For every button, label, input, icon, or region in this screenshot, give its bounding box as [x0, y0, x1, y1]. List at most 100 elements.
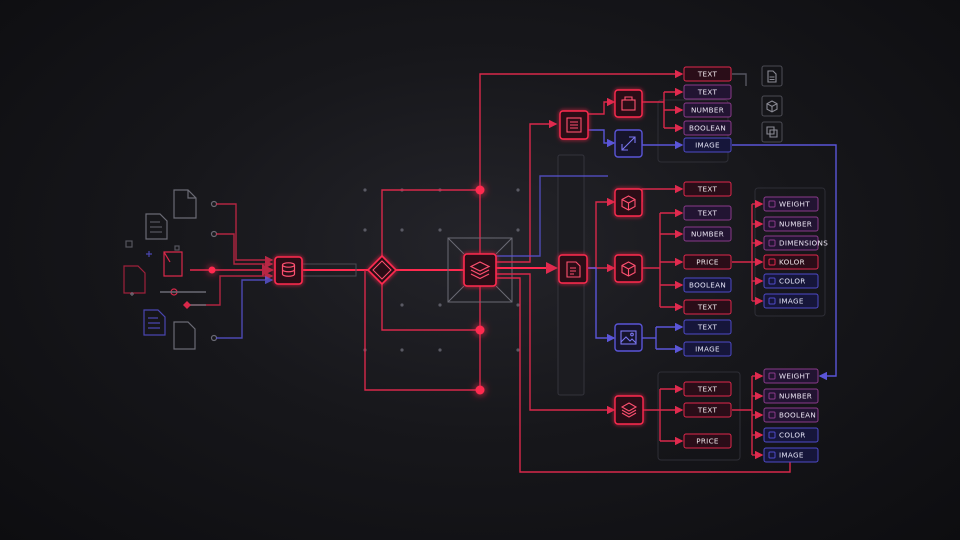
- field-pill-boolean[interactable]: BOOLEAN: [683, 120, 732, 136]
- field-label: WEIGHT: [779, 372, 810, 381]
- attribute-icon: [768, 220, 776, 228]
- field-pill-color[interactable]: COLOR: [763, 273, 819, 289]
- field-pill-text[interactable]: TEXT: [683, 402, 732, 418]
- file-icon: [173, 321, 196, 350]
- package-node-a[interactable]: [614, 188, 643, 217]
- junction-dot: [475, 185, 485, 195]
- field-label: COLOR: [779, 277, 806, 286]
- field-pill-image[interactable]: IMAGE: [763, 293, 819, 309]
- field-pill-image[interactable]: IMAGE: [683, 341, 732, 357]
- field-label: TEXT: [697, 209, 718, 218]
- field-pill-text[interactable]: TEXT: [683, 66, 732, 82]
- branch-top-node[interactable]: [559, 110, 589, 140]
- field-pill-number[interactable]: NUMBER: [763, 216, 819, 232]
- field-label: NUMBER: [779, 392, 812, 401]
- source-node[interactable]: [274, 256, 303, 285]
- package-icon: [621, 261, 636, 277]
- field-label: IMAGE: [779, 451, 804, 460]
- bag-node[interactable]: [614, 89, 643, 118]
- package-node-b[interactable]: [614, 254, 643, 283]
- stacked-layers-icon: [469, 261, 491, 280]
- field-pill-text[interactable]: TEXT: [683, 84, 732, 100]
- field-label: TEXT: [697, 88, 718, 97]
- file-icon: [173, 189, 197, 219]
- field-pill-text[interactable]: TEXT: [683, 181, 732, 197]
- attribute-icon: [768, 392, 776, 400]
- package-icon: [621, 195, 636, 211]
- junction-dot: [208, 266, 216, 274]
- field-label: IMAGE: [779, 297, 804, 306]
- attribute-icon: [768, 411, 776, 419]
- image-icon: [620, 330, 637, 345]
- expand-node[interactable]: [614, 129, 643, 158]
- field-label: NUMBER: [691, 106, 724, 115]
- layers-icon: [620, 402, 638, 418]
- copy-icon: [766, 126, 778, 138]
- field-label: DIMENSIONS: [779, 239, 828, 248]
- field-pill-kolor[interactable]: KOLOR: [763, 254, 819, 270]
- attribute-icon: [768, 431, 776, 439]
- branch-bottom-node[interactable]: [614, 395, 644, 425]
- field-pill-number[interactable]: NUMBER: [683, 102, 732, 118]
- field-pill-dimensions[interactable]: DIMENSIONS: [763, 235, 828, 251]
- file-icon: [145, 213, 168, 240]
- field-pill-image[interactable]: IMAGE: [763, 447, 819, 463]
- junction-dots: [208, 185, 485, 395]
- group-b-attr-frame: [754, 187, 826, 317]
- field-label: COLOR: [779, 431, 806, 440]
- field-label: PRICE: [696, 437, 719, 446]
- field-pill-text[interactable]: TEXT: [683, 205, 732, 221]
- attribute-icon: [768, 297, 776, 305]
- group-b-fields: TEXT TEXT NUMBER PRICE BOOLEAN TEXT TEXT IMAGE: [683, 181, 732, 357]
- field-label: BOOLEAN: [779, 411, 816, 420]
- junction-diamond: [183, 301, 191, 309]
- source-documents: [123, 189, 218, 350]
- connectors: [160, 69, 837, 473]
- group-c-frame: [657, 371, 741, 461]
- group-c-fields: TEXT TEXT PRICE: [683, 381, 732, 449]
- field-label: IMAGE: [695, 345, 720, 354]
- document-icon: [767, 70, 777, 83]
- junction-dot: [475, 385, 485, 395]
- field-pill-weight[interactable]: WEIGHT: [763, 368, 819, 384]
- field-pill-text[interactable]: TEXT: [683, 299, 732, 315]
- field-label: WEIGHT: [779, 200, 810, 209]
- field-pill-number[interactable]: NUMBER: [763, 388, 819, 404]
- field-label: BOOLEAN: [689, 124, 726, 133]
- field-label: TEXT: [697, 385, 718, 394]
- field-label: NUMBER: [779, 220, 812, 229]
- attribute-icon: [768, 239, 776, 247]
- branch-mid-node[interactable]: [558, 254, 588, 284]
- field-pill-text[interactable]: TEXT: [683, 319, 732, 335]
- attribute-icon: [768, 277, 776, 285]
- expand-arrows-icon: [621, 136, 636, 151]
- hub-node[interactable]: [463, 253, 497, 287]
- field-pill-price[interactable]: PRICE: [683, 254, 732, 270]
- field-pill-price[interactable]: PRICE: [683, 433, 732, 449]
- field-pill-image[interactable]: IMAGE: [683, 137, 732, 153]
- field-pill-boolean[interactable]: BOOLEAN: [683, 277, 732, 293]
- attribute-icon: [768, 258, 776, 266]
- package-outline-icon: [766, 100, 778, 113]
- field-label: PRICE: [696, 258, 719, 267]
- file-icon: [163, 251, 183, 277]
- field-pill-number[interactable]: NUMBER: [683, 226, 732, 242]
- field-pill-color[interactable]: COLOR: [763, 427, 819, 443]
- right-icons: [761, 65, 783, 143]
- image-node[interactable]: [614, 323, 643, 352]
- field-pill-text[interactable]: TEXT: [683, 381, 732, 397]
- group-a-fields: TEXT TEXT NUMBER BOOLEAN IMAGE: [683, 66, 732, 153]
- field-label: NUMBER: [691, 230, 724, 239]
- router-node[interactable]: [366, 254, 398, 286]
- attribute-icon: [768, 451, 776, 459]
- group-b-attributes: WEIGHT NUMBER DIMENSIONS KOLOR COLOR IMAGE: [763, 196, 828, 309]
- junction-dot: [475, 325, 485, 335]
- database-icon: [281, 262, 296, 277]
- field-label: TEXT: [697, 185, 718, 194]
- field-pill-weight[interactable]: WEIGHT: [763, 196, 819, 212]
- list-panel-icon: [566, 117, 582, 133]
- group-c-attributes: WEIGHT NUMBER BOOLEAN COLOR IMAGE: [763, 368, 819, 463]
- field-label: TEXT: [697, 303, 718, 312]
- field-pill-boolean[interactable]: BOOLEAN: [763, 407, 819, 423]
